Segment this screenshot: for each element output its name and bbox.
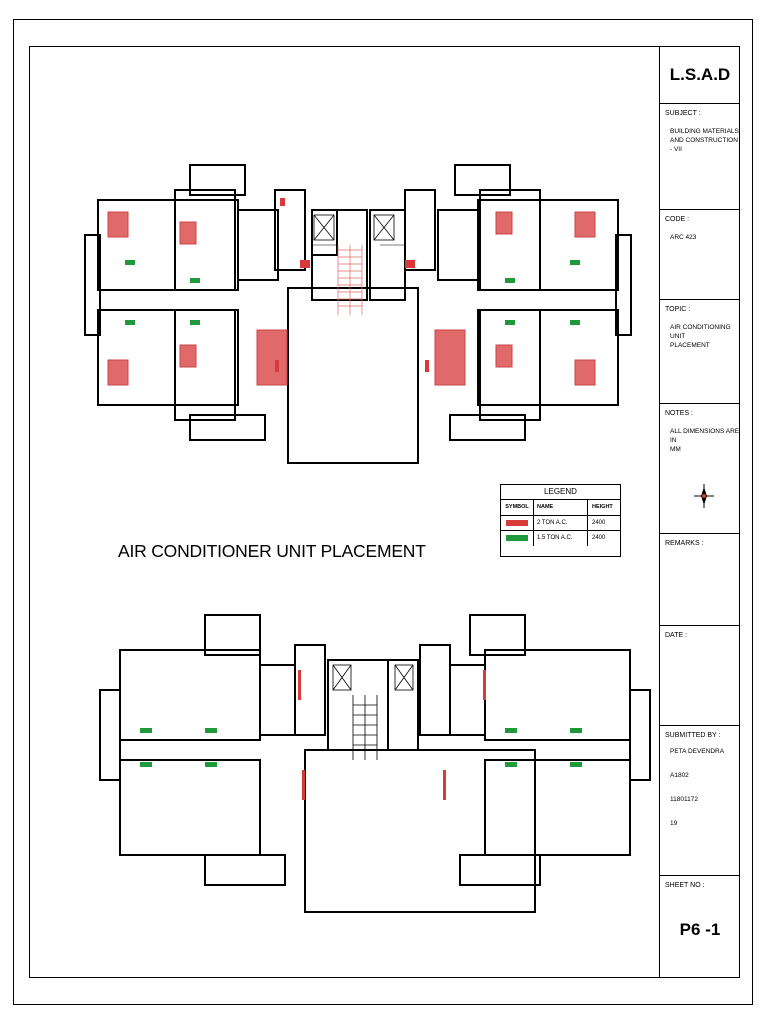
drawing-title: AIR CONDITIONER UNIT PLACEMENT xyxy=(118,541,426,561)
legend-name: 1.5 TON A.C. xyxy=(534,531,588,546)
legend-table: LEGEND SYMBOL NAME HEIGHT 2 TON A.C. 240… xyxy=(500,484,621,557)
subject-line: BUILDING MATERIALS xyxy=(670,128,739,135)
topic-line: PLACEMENT xyxy=(670,342,710,349)
ac-2ton-swatch xyxy=(506,519,528,526)
subject-line: AND CONSTRUCTION - VII xyxy=(670,137,738,153)
legend-title: LEGEND xyxy=(501,485,620,500)
legend-row: 1.5 TON A.C. 2400 xyxy=(501,531,620,546)
date-cell: DATE : xyxy=(660,626,740,726)
legend-symbol-cell xyxy=(501,531,534,546)
sheet-number: P6 -1 xyxy=(679,920,721,939)
north-arrow-icon xyxy=(694,484,714,508)
submitted-line: PETA DEVENDRA xyxy=(670,748,725,755)
submitted-line: A1802 xyxy=(670,772,689,779)
submitted-label: SUBMITTED BY : xyxy=(665,732,721,739)
title-block: L.S.A.D SUBJECT : BUILDING MATERIALS AND… xyxy=(659,46,740,978)
legend-header-name: NAME xyxy=(534,500,588,515)
submitted-cell: SUBMITTED BY : PETA DEVENDRA A1802 11801… xyxy=(660,726,740,876)
legend-name: 2 TON A.C. xyxy=(534,515,588,530)
remarks-cell: REMARKS : xyxy=(660,534,740,626)
code-label: CODE : xyxy=(665,216,690,223)
legend-symbol-cell xyxy=(501,515,534,530)
sheet-cell: SHEET NO : P6 -1 xyxy=(660,876,740,978)
sheet-outer-border xyxy=(13,19,753,1005)
date-label: DATE : xyxy=(665,632,688,639)
drawing-frame xyxy=(29,46,740,978)
legend-height: 2400 xyxy=(592,519,606,526)
remarks-label: REMARKS : xyxy=(665,540,704,547)
legend-header-symbol: SYMBOL xyxy=(501,500,534,515)
sheet-label: SHEET NO : xyxy=(665,882,705,889)
code-value: ARC 423 xyxy=(670,234,697,241)
legend-height: 2400 xyxy=(592,535,606,542)
code-cell: CODE : ARC 423 xyxy=(660,210,740,300)
submitted-line: 19 xyxy=(670,820,678,827)
lower-floor-plan xyxy=(99,614,651,913)
legend-header-height: HEIGHT xyxy=(592,504,613,511)
subject-label: SUBJECT : xyxy=(665,110,701,117)
legend-row: 2 TON A.C. 2400 xyxy=(501,515,620,531)
notes-line: MM xyxy=(670,446,681,453)
legend-header-row: SYMBOL NAME HEIGHT xyxy=(501,500,620,516)
topic-cell: TOPIC : AIR CONDITIONING UNIT PLACEMENT xyxy=(660,300,740,404)
upper-floor-plan xyxy=(84,164,632,464)
org-name: L.S.A.D xyxy=(669,64,731,84)
subject-cell: SUBJECT : BUILDING MATERIALS AND CONSTRU… xyxy=(660,104,740,210)
org-cell: L.S.A.D xyxy=(660,46,740,104)
ac-15ton-swatch xyxy=(506,535,528,542)
topic-label: TOPIC : xyxy=(665,306,691,313)
notes-label: NOTES : xyxy=(665,410,694,417)
notes-cell: NOTES : ALL DIMENSIONS ARE IN MM xyxy=(660,404,740,534)
notes-line: ALL DIMENSIONS ARE IN xyxy=(670,428,740,444)
submitted-line: 11801172 xyxy=(670,796,698,803)
topic-line: AIR CONDITIONING UNIT xyxy=(670,324,731,340)
